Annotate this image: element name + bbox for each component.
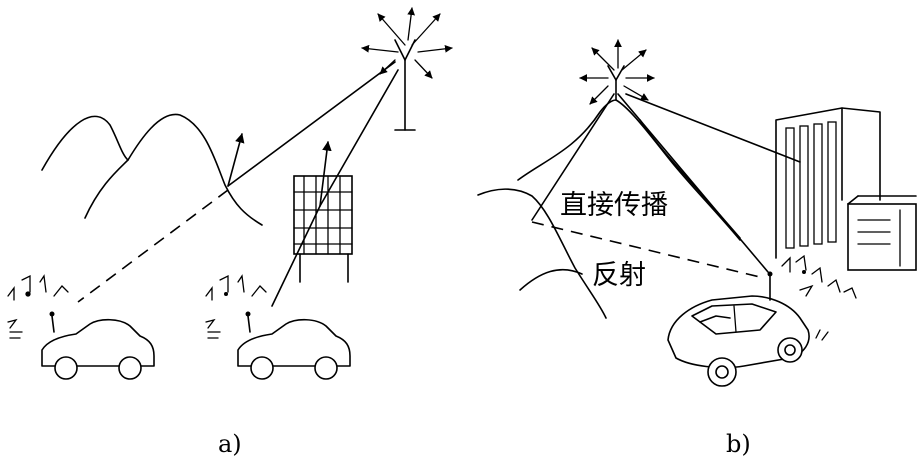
tower-a (362, 8, 452, 130)
music-notes-b (782, 256, 856, 298)
music-notes-a2 (206, 276, 266, 338)
label-reflection: 反射 (592, 260, 646, 291)
mountains-a (42, 114, 262, 225)
building-a (294, 176, 352, 282)
car-a2 (238, 312, 350, 380)
panel-a-label: a) (218, 430, 242, 458)
buildings-b (776, 108, 916, 270)
car-a1 (42, 312, 154, 380)
panel-a: a) (8, 8, 452, 458)
tower-b (580, 40, 654, 104)
music-notes-a1 (8, 276, 68, 338)
panel-b-label: b) (726, 430, 751, 458)
panel-b: 直接传播 反射 b) (478, 40, 916, 458)
label-direct-propagation: 直接传播 (560, 190, 668, 221)
